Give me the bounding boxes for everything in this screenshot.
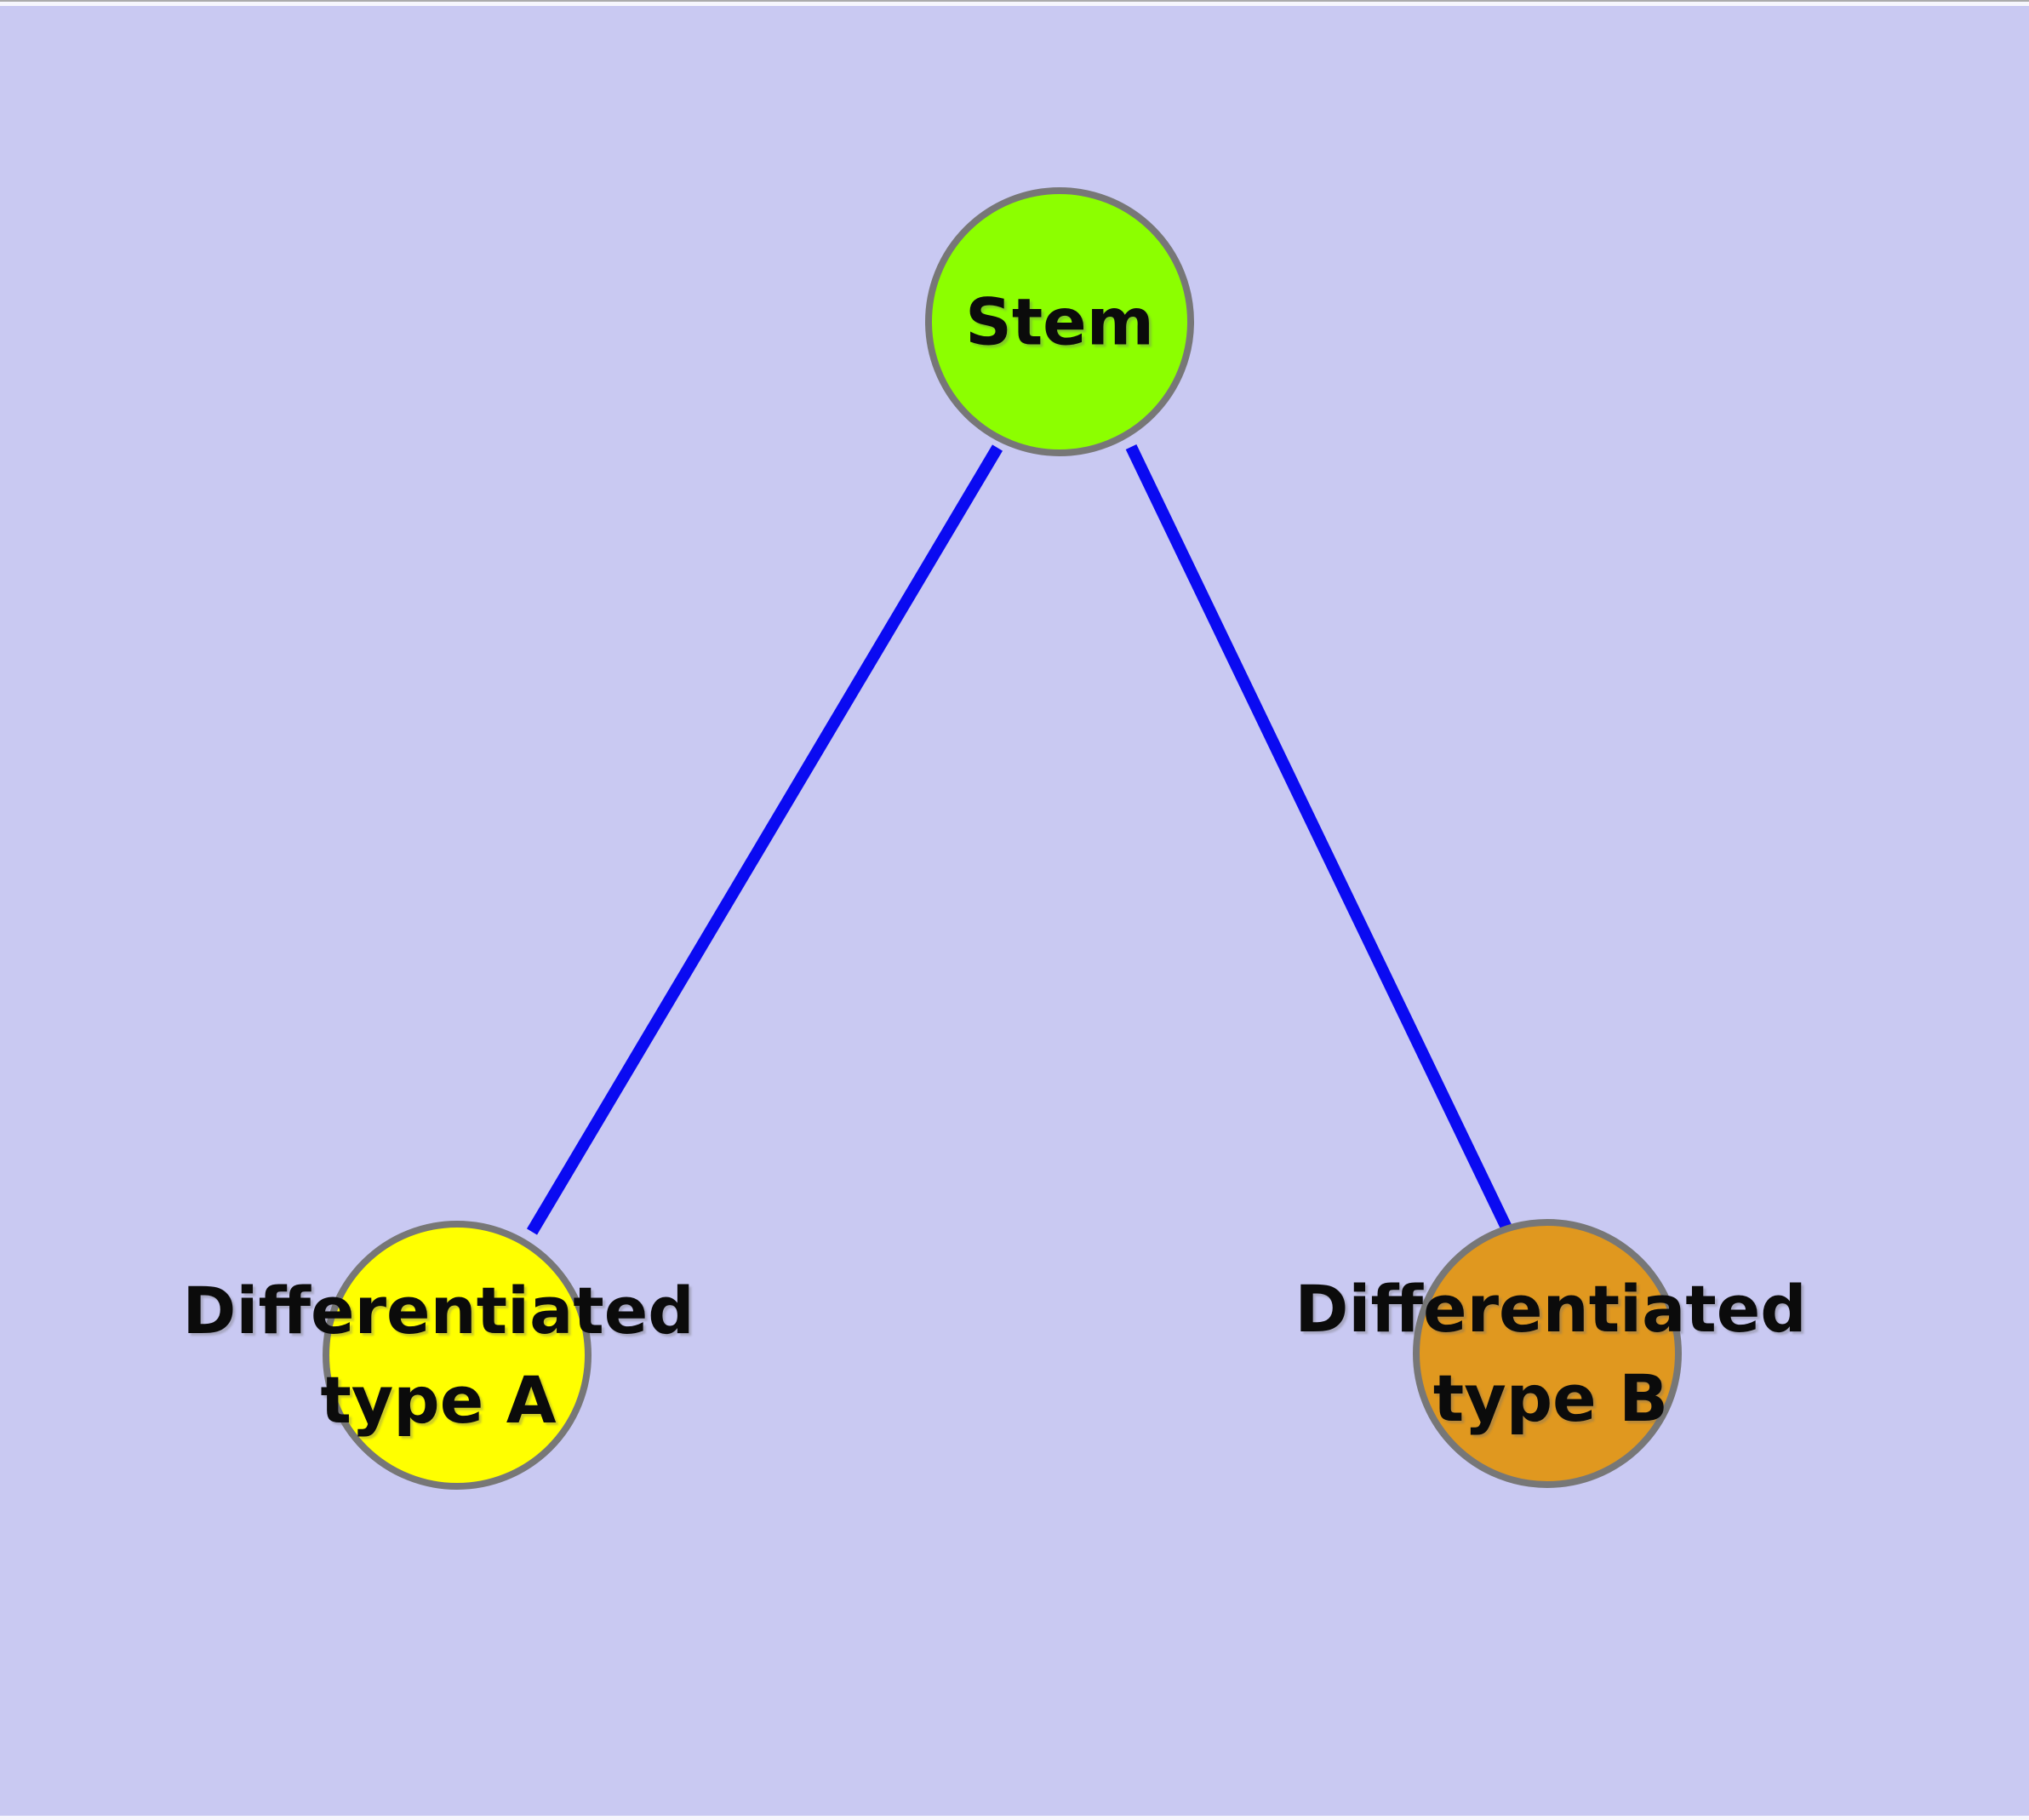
node-differentiated-type-a: [323, 1221, 592, 1490]
window-edge-bottom: [0, 1816, 2029, 1820]
edge-stem-to-type-b: [1125, 444, 1512, 1231]
node-stem: [925, 187, 1194, 456]
window-edge-top: [0, 0, 2029, 6]
edge-stem-to-type-a: [526, 444, 1003, 1235]
node-differentiated-type-b: [1413, 1219, 1682, 1488]
